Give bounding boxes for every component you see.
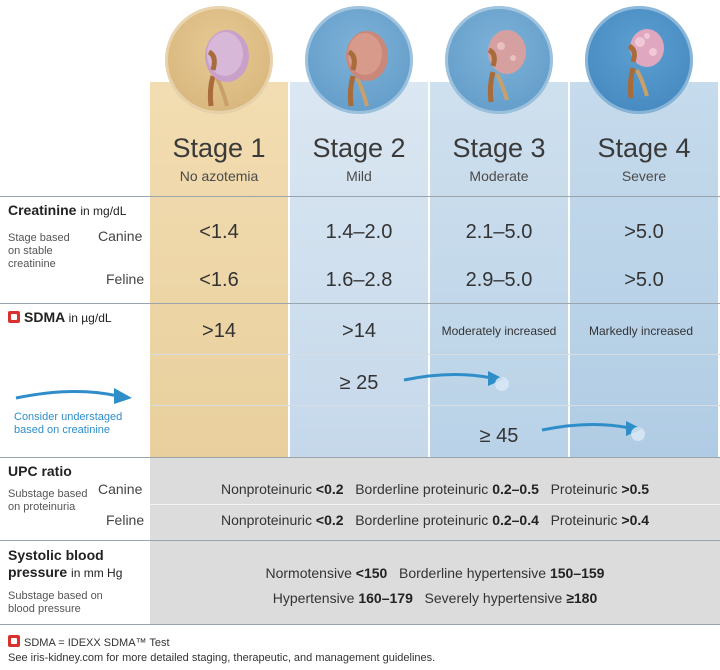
stage3-canine-creatinine: 2.1–5.0 [465,221,533,243]
sdma-badge-icon [8,311,20,323]
stage3-title: Stage 3 [452,133,546,163]
stage2-sdma: >14 [342,320,376,342]
stage2-canine-creatinine: 1.4–2.0 [325,221,393,243]
stage1-title: Stage 1 [172,133,266,163]
stage3-column [430,82,568,457]
divider [0,457,720,458]
divider [150,504,720,505]
bp-row-2: Hypertensive 160–179 Severely hypertensi… [272,590,598,606]
stage3-feline-creatinine: 2.9–5.0 [465,269,533,291]
stage2-subtitle: Mild [346,168,372,184]
upc-feline-row: Nonproteinuric <0.2 Borderline proteinur… [220,512,650,528]
understage-note: Consider understaged based on creatinine [14,411,123,436]
divider [150,405,720,406]
stage2-feline-creatinine: 1.6–2.8 [325,269,393,291]
bp-band [150,541,720,624]
divider [0,196,720,197]
stage1-sdma: >14 [202,320,236,342]
upc-canine-row: Nonproteinuric <0.2 Borderline proteinur… [220,481,650,497]
creatinine-label: Creatinine in mg/dL [8,202,127,218]
divider [0,303,720,304]
sdma-label: SDMA in µg/dL [8,309,112,325]
stage2-to-3-arrow-icon [403,371,509,391]
bp-note: Substage based on blood pressure [8,590,103,615]
stage3-to-4-arrow-icon [541,421,645,441]
upc-band [150,458,720,540]
sdma-badge-icon [8,635,20,647]
stage3-sdma: Moderately increased [441,324,557,338]
stage1-column [150,82,288,457]
upc-note: Substage based on proteinuria [8,488,88,513]
divider [0,624,720,625]
stage2-kidney-icon [305,6,413,114]
stage1-kidney-icon [165,6,273,114]
footer-sdma-note: SDMA = IDEXX SDMA™ Test [8,635,170,649]
stage4-feline-creatinine: >5.0 [624,269,664,291]
stage4-subtitle: Severe [621,168,667,184]
stage2-title: Stage 2 [312,133,406,163]
stage3-kidney-icon [445,6,553,114]
bp-row-1: Normotensive <150 Borderline hypertensiv… [265,565,605,581]
upc-label: UPC ratio [8,463,72,479]
stage4-sdma: Markedly increased [588,324,694,338]
upc-feline-label: Feline [106,512,145,528]
creatinine-feline-label: Feline [106,271,145,287]
creatinine-canine-label: Canine [98,228,143,244]
stage4-column [570,82,718,457]
divider [150,354,720,355]
stage4-title: Stage 4 [597,133,691,163]
stage3-subtitle: Moderate [469,168,529,184]
stage2-sdma-understage: ≥ 25 [339,372,379,394]
stage4-canine-creatinine: >5.0 [624,221,664,243]
upc-canine-label: Canine [98,481,143,497]
stage2-column [290,82,428,457]
divider [0,540,720,541]
creatinine-note: Stage based on stable creatinine [8,232,70,270]
stage3-sdma-understage: ≥ 45 [479,425,519,447]
footer-guidelines: See iris-kidney.com for more detailed st… [8,652,436,664]
stage1-subtitle: No azotemia [179,168,259,184]
stage1-canine-creatinine: <1.4 [199,221,239,243]
stage1-feline-creatinine: <1.6 [199,269,239,291]
understage-arrow-icon [15,388,132,404]
stage4-kidney-icon [585,6,693,114]
